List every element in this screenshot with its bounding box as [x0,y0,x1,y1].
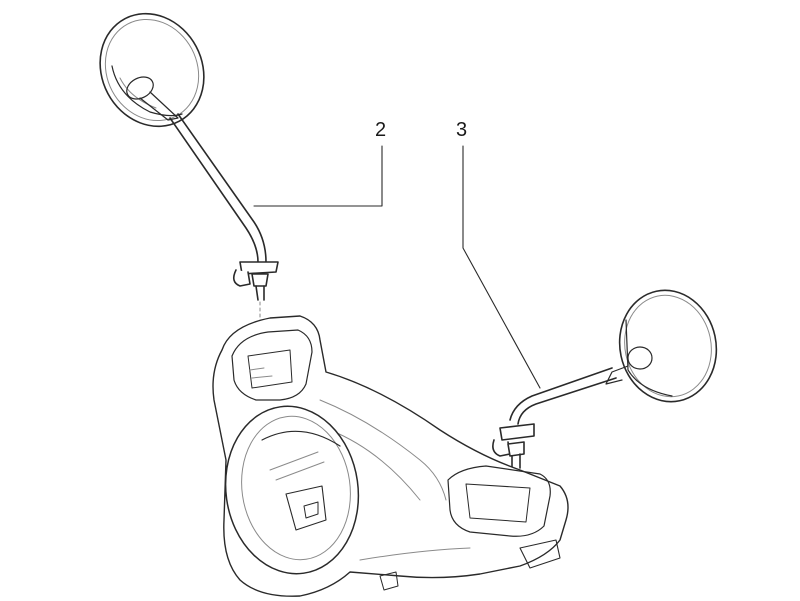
leader-line-3 [462,145,541,389]
handlebar-cover [212,315,569,597]
callout-label-3: 3 [456,119,468,141]
left-mirror [99,12,279,361]
callout-label-2: 2 [375,119,387,141]
leader-line-2 [253,145,383,207]
right-mirror [492,289,718,521]
leader-lines [253,145,541,389]
